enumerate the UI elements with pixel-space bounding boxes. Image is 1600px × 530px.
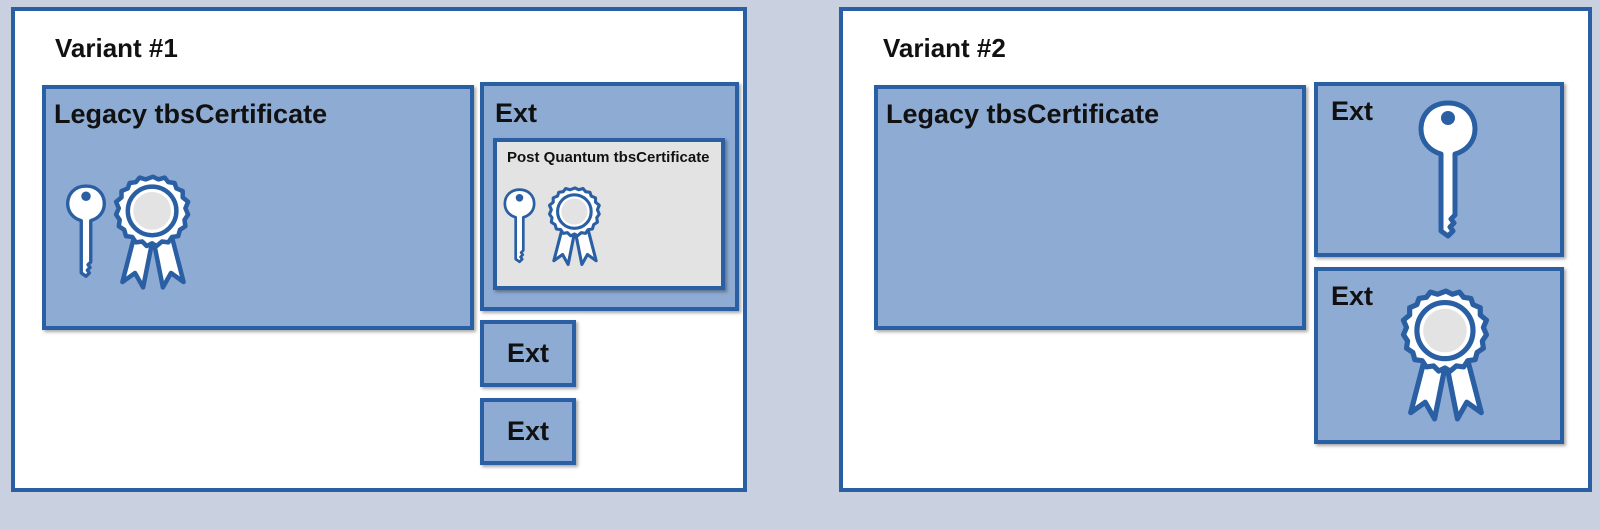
award-ribbon-icon [112,174,194,291]
ext-label: Ext [506,416,550,446]
legacy-tbscertificate-label: Legacy tbsCertificate [886,99,1160,129]
legacy-tbscertificate-box: Legacy tbsCertificate [874,85,1306,330]
ext-label: Ext [1331,96,1374,126]
award-ribbon-icon [547,186,603,267]
ext-label: Ext [495,98,538,128]
key-icon [501,188,538,264]
ext-box-key: Ext [1314,82,1564,257]
ext-label: Ext [506,338,550,368]
award-ribbon-icon [1399,288,1493,423]
ext-box-small-2: Ext [480,398,576,465]
key-icon [1416,100,1480,240]
variant-2-panel: Variant #2 Legacy tbsCertificate Ext Ext [839,7,1592,492]
ext-box-certificate: Ext [1314,267,1564,444]
legacy-tbscertificate-box: Legacy tbsCertificate [42,85,474,330]
variant-2-title: Variant #2 [883,33,1006,63]
legacy-tbscertificate-label: Legacy tbsCertificate [54,99,328,129]
ext-box-with-pq: Ext Post Quantum tbsCertificate [480,82,739,311]
ext-label: Ext [1331,281,1374,311]
variant-1-panel: Variant #1 Legacy tbsCertificate Ext Pos… [11,7,747,492]
variant-1-title: Variant #1 [55,33,178,63]
ext-box-small-1: Ext [480,320,576,387]
post-quantum-tbscertificate-label: Post Quantum tbsCertificate [507,149,710,166]
key-icon [64,184,108,279]
post-quantum-tbscertificate-box: Post Quantum tbsCertificate [493,138,725,290]
